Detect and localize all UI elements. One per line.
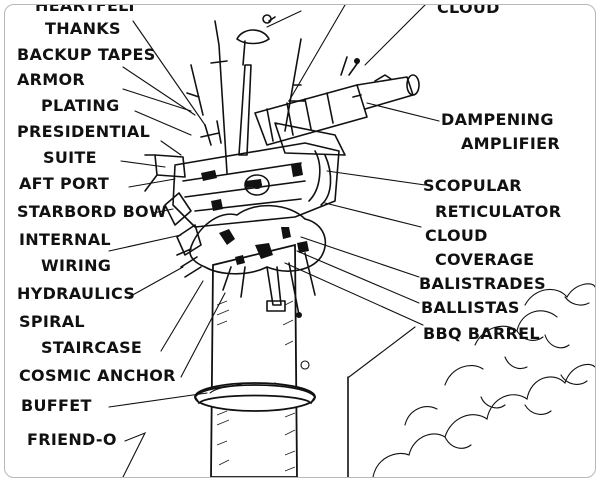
label-cloud-top: CLOUD: [437, 5, 500, 17]
wiring-pointer: [108, 234, 182, 252]
cosmic-anchor-pointer: [180, 292, 226, 378]
buffet-pointer: [108, 392, 208, 408]
bbq-barrel-pointer: [284, 262, 424, 326]
hydraulics-pointer: [128, 266, 184, 298]
starboard-bow-pointer: [152, 208, 174, 214]
plating-pointer: [134, 110, 192, 136]
cloud-top-pointer: [364, 5, 426, 66]
label-friend-o: FRIEND-O: [27, 430, 117, 449]
label-suite: SUITE: [43, 148, 97, 167]
label-hydraulics: HYDRAULICS: [17, 284, 135, 303]
label-thanks: THANKS: [45, 19, 121, 38]
label-wiring: WIRING: [41, 256, 111, 275]
backup-tapes-pointer: [122, 66, 196, 116]
label-aft-port: AFT PORT: [19, 174, 109, 193]
label-heartfelt: HEARTFELT: [35, 5, 137, 15]
label-staircase: STAIRCASE: [41, 338, 142, 357]
label-dampening: DAMPENING: [441, 110, 554, 129]
label-plating: PLATING: [41, 96, 120, 115]
tower-diagram: HEARTFELT THANKS BACKUP TAPES ARMOR PLAT…: [17, 5, 595, 477]
label-cosmic-anchor: COSMIC ANCHOR: [19, 366, 176, 385]
label-cloud: CLOUD: [425, 226, 488, 245]
scopular-pointer: [326, 170, 426, 186]
label-backup-tapes: BACKUP TAPES: [17, 45, 156, 64]
label-reticulator: RETICULATOR: [435, 202, 561, 221]
tower-column: [193, 243, 317, 477]
left-labels: HEARTFELT THANKS BACKUP TAPES ARMOR PLAT…: [17, 5, 176, 449]
label-ballistas: BALLISTAS: [421, 298, 520, 317]
label-amplifier: AMPLIFIER: [461, 134, 560, 153]
staircase-pointer: [160, 280, 204, 352]
cloud-coverage-pointer: [324, 202, 422, 228]
label-spiral: SPIRAL: [19, 312, 85, 331]
thanks-pointer: [132, 20, 206, 126]
drawing-frame: HEARTFELT THANKS BACKUP TAPES ARMOR PLAT…: [4, 4, 596, 478]
label-internal: INTERNAL: [19, 230, 111, 249]
label-balistrades: BALISTRADES: [419, 274, 546, 293]
right-labels: CLOUD DAMPENING AMPLIFIER SCOPULAR RETIC…: [419, 5, 561, 343]
aft-port-pointer: [128, 178, 176, 188]
label-presidential: PRESIDENTIAL: [17, 122, 150, 141]
leader-lines: [108, 5, 440, 477]
dish-pointer: [266, 10, 302, 28]
dampening-pointer: [366, 102, 440, 122]
label-armor: ARMOR: [17, 70, 85, 89]
balistrades-pointer: [300, 236, 420, 278]
label-scopular: SCOPULAR: [423, 176, 522, 195]
presidential-pointer: [160, 140, 182, 156]
label-buffet: BUFFET: [21, 396, 92, 415]
friend-o-pointer: [122, 431, 147, 477]
cloud-illustration: [372, 283, 595, 477]
label-starboard-bow: STARBORD BOW: [17, 202, 167, 221]
ballistas-pointer: [296, 250, 420, 304]
label-bbq-barrel: BBQ BARREL: [423, 324, 540, 343]
label-coverage: COVERAGE: [435, 250, 534, 269]
